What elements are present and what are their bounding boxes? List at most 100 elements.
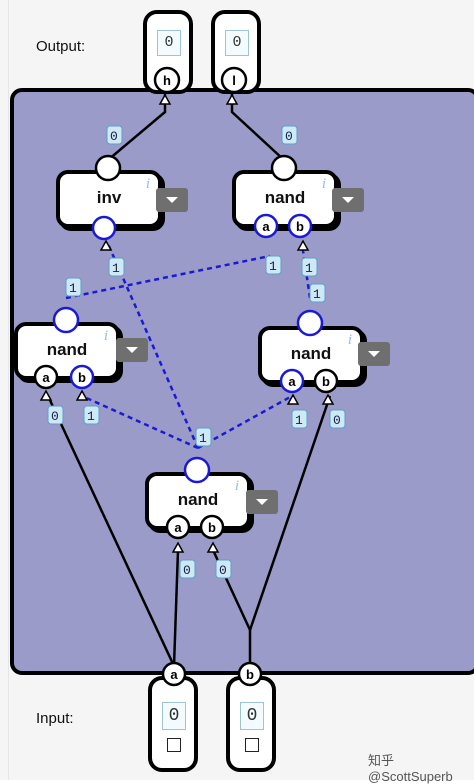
arrow-tr-b: [296, 239, 310, 251]
tag-inv-in: 1: [108, 257, 125, 277]
nand-ml-port-b-label: b: [78, 370, 86, 385]
port-b[interactable]: [237, 661, 263, 687]
nand-ml-port-a-label: a: [42, 370, 50, 385]
tag-mr-b: 0: [329, 409, 346, 429]
tag-mr-out: 1: [309, 283, 326, 303]
nand-tr-port-b-label: b: [296, 219, 304, 234]
svg-text:1: 1: [199, 431, 207, 446]
gate-name: inv: [96, 188, 122, 207]
arrow-ml-a: [39, 389, 53, 401]
port-l[interactable]: [220, 66, 248, 94]
tag-bottom-b: 0: [215, 559, 232, 579]
svg-text:1: 1: [295, 413, 303, 428]
svg-text:0: 0: [183, 563, 191, 578]
arrow-mr-b: [321, 393, 335, 405]
tag-out-h: 0: [106, 125, 123, 145]
input-b-value[interactable]: 0: [240, 702, 264, 730]
nand-bottom-port-a-label: a: [174, 520, 182, 535]
svg-text:0: 0: [285, 129, 293, 144]
input-pin-b: 0: [226, 676, 276, 772]
input-pin-a: 0: [148, 676, 198, 772]
wire-bottom-to-midleft-b: [81, 394, 199, 450]
watermark: 知乎 @ScottSuperb: [368, 753, 453, 784]
svg-text:1: 1: [313, 287, 321, 302]
svg-text:1: 1: [305, 261, 313, 276]
svg-text:0: 0: [51, 409, 59, 424]
wire-nand-to-l: [230, 92, 285, 161]
input-a-value[interactable]: 0: [162, 702, 186, 730]
info-icon[interactable]: i: [321, 176, 326, 192]
nand-ml-output-port[interactable]: [52, 306, 80, 334]
nand-mr-port-a-label: a: [288, 374, 296, 389]
arrow-ml-b: [75, 389, 89, 401]
nand-mr-port-b[interactable]: [313, 368, 339, 394]
wire-bottom-to-midright-a: [197, 394, 293, 450]
info-icon[interactable]: i: [347, 332, 352, 348]
nand-mr-port-a[interactable]: [279, 368, 305, 394]
nand-ml-port-a[interactable]: [33, 364, 59, 390]
port-a[interactable]: [161, 661, 187, 687]
arrow-mr-a: [286, 393, 300, 405]
info-icon[interactable]: i: [145, 176, 150, 192]
arrow-h: [158, 93, 172, 105]
nand-bottom-port-a[interactable]: [165, 514, 191, 540]
arrow-l: [225, 93, 239, 105]
gate-name: nand: [290, 344, 332, 363]
input-label: Input:: [36, 710, 74, 727]
inv-output-port[interactable]: [94, 154, 122, 182]
port-h[interactable]: [153, 66, 181, 94]
output-label: Output:: [36, 38, 86, 55]
output-h-value: 0: [157, 30, 181, 56]
nand-tr-port-b[interactable]: [287, 213, 313, 239]
input-b-toggle[interactable]: [245, 738, 259, 752]
port-a-label: a: [170, 667, 178, 682]
inv-input-port[interactable]: [91, 215, 117, 241]
inv-gate-menu-dropdown[interactable]: [156, 188, 188, 212]
nand-mr-port-b-label: b: [322, 374, 330, 389]
nand-bottom-menu-dropdown[interactable]: [246, 490, 278, 514]
nand-mid-right-menu-dropdown[interactable]: [358, 342, 390, 366]
nand-tr-output-port[interactable]: [270, 154, 298, 182]
tag-tr-a-route: 1: [265, 255, 282, 275]
gate-name: nand: [264, 188, 306, 207]
svg-text:1: 1: [112, 261, 120, 276]
wire-b-to-midright-b: [248, 395, 332, 631]
nand-tr-port-a[interactable]: [253, 213, 279, 239]
nand-ml-port-b[interactable]: [69, 364, 95, 390]
svg-text:0: 0: [110, 129, 118, 144]
tag-tr-b: 1: [301, 257, 318, 277]
tag-mr-a: 1: [291, 409, 308, 429]
nand-mid-left-menu-dropdown[interactable]: [116, 338, 148, 362]
wire-a-to-bottom-a: [172, 549, 180, 667]
tag-bottom-a: 0: [179, 559, 196, 579]
tag-ml-b: 1: [83, 405, 100, 425]
port-b-label: b: [246, 667, 254, 682]
tag-ml-a: 0: [47, 405, 64, 425]
svg-text:1: 1: [87, 409, 95, 424]
info-icon[interactable]: i: [103, 328, 108, 344]
gate-name: nand: [177, 490, 219, 509]
svg-text:0: 0: [219, 563, 227, 578]
nand-mr-output-port[interactable]: [296, 309, 324, 337]
info-icon[interactable]: i: [234, 478, 239, 494]
wire-midleft-to-tr-a: [65, 254, 271, 300]
nand-bottom-port-b-label: b: [208, 520, 216, 535]
input-a-toggle[interactable]: [167, 738, 181, 752]
port-h-label: h: [163, 73, 171, 88]
nand-bottom-output-port[interactable]: [183, 456, 211, 484]
svg-text:1: 1: [269, 259, 277, 274]
wire-bottom-to-inv: [106, 243, 200, 449]
svg-text:0: 0: [333, 413, 341, 428]
arrow-inv-in: [99, 239, 113, 251]
tag-ml-out: 1: [65, 277, 82, 297]
tag-out-l: 0: [281, 125, 298, 145]
nand-tr-port-a-label: a: [262, 219, 270, 234]
nand-bottom-port-b[interactable]: [199, 514, 225, 540]
arrow-bottom-b: [206, 541, 220, 553]
gate-name: nand: [46, 340, 88, 359]
nand-top-right-menu-dropdown[interactable]: [332, 188, 364, 212]
port-l-label: l: [232, 73, 236, 88]
tag-bottom-out: 1: [195, 427, 212, 447]
wire-a-to-midleft-a: [46, 395, 176, 667]
